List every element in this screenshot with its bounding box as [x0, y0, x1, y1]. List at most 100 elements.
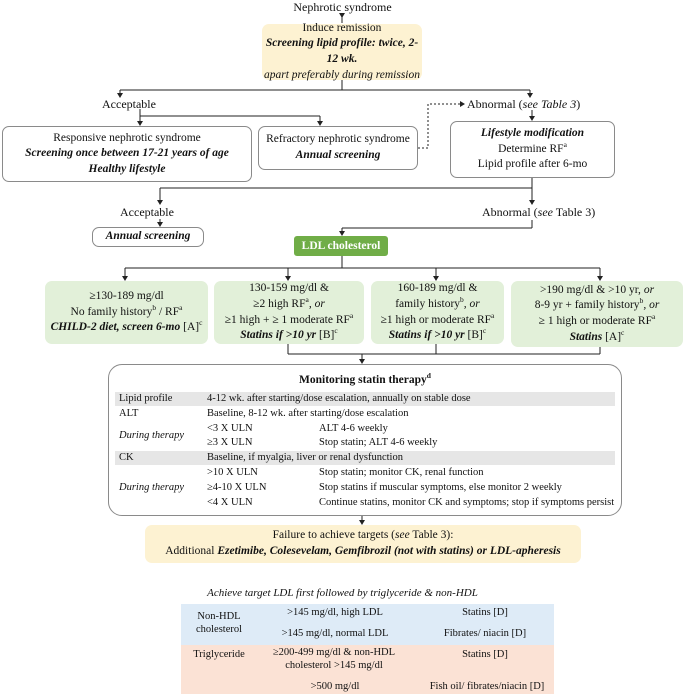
nonhdl-section — [181, 604, 554, 645]
monitoring-title-text: Monitoring statin therapy — [299, 374, 427, 386]
g4-l4-tail: [A] — [602, 330, 622, 343]
g4-line1: >190 mg/dl & >10 yr, or — [540, 283, 654, 299]
monitoring-row-c2: Baseline, 8-12 wk. after starting/dose e… — [207, 408, 409, 419]
monitoring-row: Lipid profile 4-12 wk. after starting/do… — [115, 392, 615, 406]
g2-line4: Statins if >10 yr [B]c — [240, 326, 338, 344]
g3-l2b: , or — [463, 297, 480, 310]
abnormal-label-1-close: ) — [576, 97, 581, 111]
monitoring-row: <4 X ULN Continue statins, monitor CK an… — [115, 496, 615, 510]
g1-l3: CHILD-2 diet, screen 6-mo — [50, 321, 181, 334]
monitoring-row-c1: During therapy — [119, 430, 185, 441]
abnormal-label-2-rest: Table 3) — [552, 205, 596, 219]
g1-l2b: / RF — [156, 305, 180, 318]
g3-l2: family history — [395, 297, 461, 310]
table-caption: Achieve target LDL first followed by tri… — [207, 587, 478, 599]
refractory-box: Refractory nephrotic syndrome Annual scr… — [258, 126, 418, 170]
abnormal-label-1-text: Abnormal ( — [467, 97, 523, 111]
monitoring-row-c3: Continue statins, monitor CK and symptom… — [319, 497, 615, 508]
monitoring-title: Monitoring statin therapyd — [109, 371, 621, 386]
abnormal-label-2-text: Abnormal ( — [482, 205, 538, 219]
monitoring-row-c2: <3 X ULN — [207, 423, 253, 434]
g2-line1: 130-159 mg/dl & — [249, 282, 329, 295]
monitoring-row-c2: <4 X ULN — [207, 497, 253, 508]
lifestyle-line3: Lipid profile after 6-mo — [477, 158, 588, 171]
refractory-line2: Annual screening — [295, 149, 381, 161]
induce-line1: Induce remission — [302, 21, 382, 34]
monitoring-row-c3: ALT 4-6 weekly — [319, 423, 388, 434]
g3-line4: Statins if >10 yr [B]c — [388, 326, 487, 344]
failure-line2a: Additional — [165, 545, 218, 557]
ldl-group-3-box: 160-189 mg/dl & family historyb, or ≥1 h… — [371, 281, 504, 344]
g4-line4: Statins [A]c — [569, 327, 625, 346]
monitoring-row-c2: 4-12 wk. after starting/dose escalation,… — [207, 393, 471, 404]
g2-l2: ≥2 high RF — [253, 297, 306, 310]
table-row-treatment: Statins [D] — [462, 607, 508, 618]
monitoring-row-c1: During therapy — [119, 482, 185, 493]
monitoring-row: During therapy ≥4-10 X ULN Stop statins … — [115, 481, 615, 495]
monitoring-row: >10 X ULN Stop statin; monitor CK, renal… — [115, 466, 615, 480]
monitoring-row-c3: Stop statins if muscular symptoms, else … — [319, 482, 562, 493]
lifestyle-line2-text: Determine RF — [498, 142, 564, 155]
table-row-condition: >145 mg/dl, high LDL — [287, 607, 383, 618]
triglyceride-section — [181, 645, 554, 694]
table-row-condition: >500 mg/dl — [310, 681, 360, 692]
table-row-condition: ≥200-499 mg/dl & non-HDL cholesterol >14… — [272, 647, 396, 671]
g2-l4-sup: c — [334, 326, 338, 336]
monitoring-row-c1: Lipid profile — [119, 393, 173, 404]
g4-l3-sup: a — [651, 312, 656, 322]
g4-line3: ≥ 1 high or moderate RFa — [538, 312, 656, 330]
failure-targets-box: Failure to achieve targets (see Table 3)… — [145, 525, 581, 563]
table-row-condition: >145 mg/dl, normal LDL — [281, 628, 389, 639]
g2-l4: Statins if >10 yr — [240, 329, 317, 342]
responsive-line2: Screening once between 17-21 years of ag… — [25, 147, 229, 160]
ldl-group-2-box: 130-159 mg/dl & ≥2 high RFa, or ≥1 high … — [214, 281, 364, 344]
lifestyle-box: Lifestyle modification Determine RFa Lip… — [450, 121, 615, 178]
monitoring-row-c2: >10 X ULN — [207, 467, 258, 478]
monitoring-row-c2: Baseline, if myalgia, liver or renal dys… — [207, 452, 403, 463]
g3-line2: family historyb, or — [395, 296, 480, 313]
root-node-label: Nephrotic syndrome — [293, 0, 392, 14]
g2-l3-sup: a — [349, 310, 354, 320]
g1-l2-sup: b — [152, 302, 157, 312]
g3-l4-sup: c — [482, 326, 487, 336]
failure-line1: Failure to achieve targets (see Table 3)… — [273, 528, 454, 544]
monitoring-row: CK Baseline, if myalgia, liver or renal … — [115, 451, 615, 465]
abnormal-label-2-ital: see — [537, 205, 553, 219]
g1-l3-sup: c — [199, 318, 203, 328]
g4-line2: 8-9 yr + family historyb, or — [534, 296, 660, 314]
g4-l2: 8-9 yr + family history — [534, 299, 640, 312]
g4-l1: >190 mg/dl & >10 yr, — [539, 283, 644, 296]
g1-line3: CHILD-2 diet, screen 6-mo [A]c — [50, 318, 203, 336]
abnormal-label-2: Abnormal (see Table 3) — [482, 205, 595, 220]
triglyceride-label: Triglyceride — [193, 649, 245, 660]
lifestyle-line1: Lifestyle modification — [480, 127, 585, 140]
g4-l3: ≥ 1 high or moderate RF — [538, 315, 652, 327]
refractory-line1: Refractory nephrotic syndrome — [266, 133, 410, 146]
failure-line2: Additional Ezetimibe, Colesevelam, Gemfi… — [165, 544, 560, 560]
g4-l2-sup: b — [639, 296, 644, 306]
responsive-line3: Healthy lifestyle — [88, 162, 166, 175]
induce-remission-box: Induce remission Screening lipid profile… — [262, 21, 422, 81]
g4-l4: Statins — [569, 330, 603, 343]
monitoring-row: During therapy <3 X ULN ALT 4-6 weekly — [115, 422, 615, 441]
induce-line3: apart preferably during remission — [264, 68, 420, 81]
monitoring-title-sup: d — [426, 371, 431, 381]
failure-line2b: Ezetimibe, Colesevelam, Gemfibrozil (not… — [217, 545, 561, 557]
failure-line1b: Table 3): — [409, 529, 454, 542]
g2-l2b: , or — [308, 297, 325, 310]
acceptable-label-2: Acceptable — [120, 205, 174, 219]
g2-l4-tail: [B] — [316, 329, 335, 342]
g2-line2: ≥2 high RFa, or — [253, 296, 325, 313]
ldl-group-4-box: >190 mg/dl & >10 yr, or 8-9 yr + family … — [511, 281, 683, 347]
g4-l4-sup: c — [621, 327, 625, 337]
g3-line3: ≥1 high or moderate RFa — [381, 311, 495, 329]
failure-line1a: Failure to achieve targets ( — [272, 529, 396, 542]
g1-line2: No family historyb / RFa — [71, 302, 183, 321]
g1-l3-tail: [A] — [180, 321, 200, 334]
monitoring-row-c1: CK — [119, 452, 134, 463]
g4-l2b: , or — [643, 299, 660, 312]
monitoring-row-c3: Stop statin; monitor CK, renal function — [319, 467, 484, 478]
g3-l4: Statins if >10 yr — [388, 329, 465, 342]
monitoring-row: ALT Baseline, 8-12 wk. after starting/do… — [115, 407, 615, 421]
